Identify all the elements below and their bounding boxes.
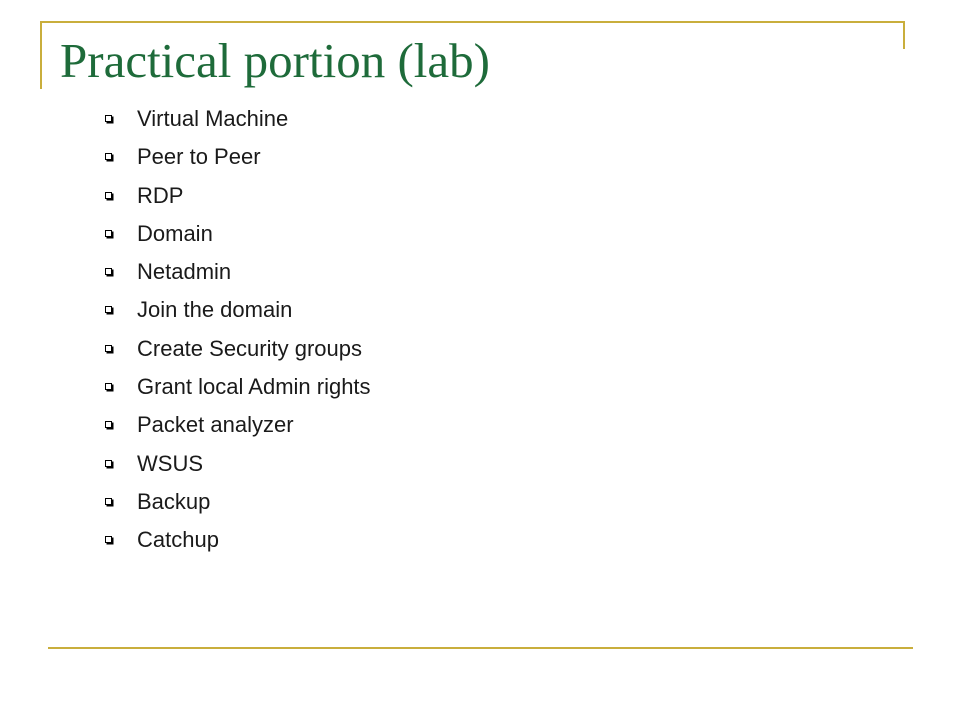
bullet-item: RDP xyxy=(105,177,371,215)
bullet-item: Packet analyzer xyxy=(105,406,371,444)
bullet-item: Netadmin xyxy=(105,253,371,291)
bullet-text: Catchup xyxy=(137,527,219,553)
bullet-item: Create Security groups xyxy=(105,330,371,368)
bullet-item: Backup xyxy=(105,483,371,521)
bullet-text: Backup xyxy=(137,488,211,514)
square-bullet-icon xyxy=(105,459,112,467)
bullet-item: WSUS xyxy=(105,445,371,483)
square-bullet-icon xyxy=(105,344,112,352)
bullet-text: Create Security groups xyxy=(137,335,362,361)
bullet-item: Catchup xyxy=(105,521,371,559)
frame-bottom-line xyxy=(48,647,913,649)
bullet-text: WSUS xyxy=(137,450,203,476)
bullet-text: RDP xyxy=(137,182,184,208)
square-bullet-icon xyxy=(105,115,112,122)
square-bullet-icon xyxy=(105,383,112,391)
bullet-text: Domain xyxy=(137,220,213,246)
square-bullet-icon xyxy=(105,153,112,161)
square-bullet-icon xyxy=(105,306,112,314)
bullet-item: Join the domain xyxy=(105,291,371,329)
frame-right-line xyxy=(903,21,905,49)
bullet-item: Peer to Peer xyxy=(105,138,371,176)
bullet-text: Virtual Machine xyxy=(137,106,289,131)
bullet-list: Virtual Machine Peer to Peer RDP Domain … xyxy=(105,100,371,560)
frame-top-line xyxy=(40,21,905,23)
square-bullet-icon xyxy=(105,191,112,199)
bullet-item: Virtual Machine xyxy=(105,100,371,138)
square-bullet-icon xyxy=(105,497,112,505)
bullet-item: Grant local Admin rights xyxy=(105,368,371,406)
bullet-item: Domain xyxy=(105,215,371,253)
bullet-text: Grant local Admin rights xyxy=(137,374,371,400)
bullet-text: Join the domain xyxy=(137,297,293,323)
square-bullet-icon xyxy=(105,229,112,237)
bullet-text: Peer to Peer xyxy=(137,144,261,170)
square-bullet-icon xyxy=(105,421,112,429)
slide-title: Practical portion (lab) xyxy=(60,33,490,88)
square-bullet-icon xyxy=(105,268,112,276)
square-bullet-icon xyxy=(105,536,112,544)
frame-left-line xyxy=(40,21,42,89)
bullet-text: Packet analyzer xyxy=(137,412,294,438)
bullet-text: Netadmin xyxy=(137,259,232,285)
